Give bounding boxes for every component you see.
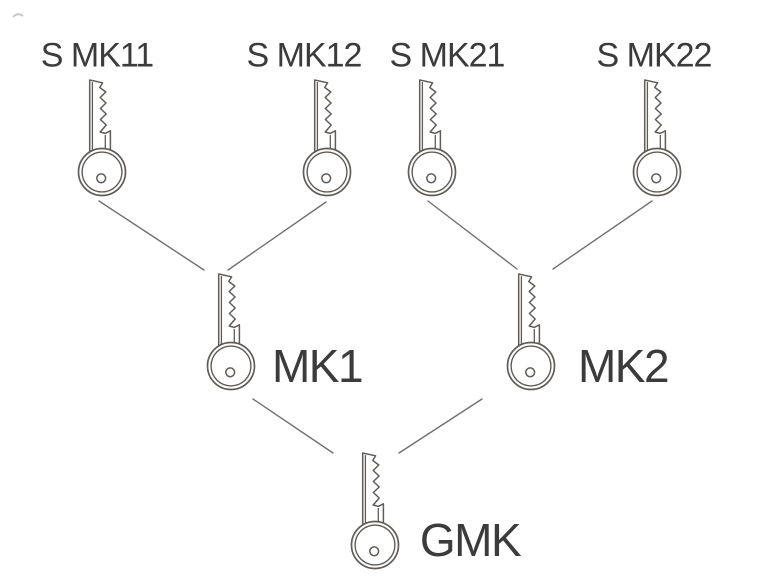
key-icon <box>206 273 256 391</box>
key-icon <box>350 452 400 570</box>
key-icon <box>407 79 457 197</box>
label-sub-master-key-22: S MK22 <box>596 36 713 75</box>
label-grand-master-key: GMK <box>419 514 522 566</box>
edge-smk21-mk2 <box>427 200 518 270</box>
label-sub-master-key-12: S MK12 <box>246 36 363 75</box>
label-master-key-1: MK1 <box>271 340 364 392</box>
key-icon <box>632 79 682 197</box>
edge-mk1-gmk <box>252 398 334 454</box>
label-sub-master-key-21: S MK21 <box>389 36 506 75</box>
key-icon <box>506 273 556 391</box>
edge-mk2-gmk <box>398 398 483 454</box>
edge-smk11-mk1 <box>98 200 205 271</box>
stray-mark <box>12 13 24 18</box>
key-icon <box>77 79 127 197</box>
label-master-key-2: MK2 <box>577 340 670 392</box>
key-icon <box>302 79 352 197</box>
label-sub-master-key-11: S MK11 <box>40 36 154 75</box>
edge-smk22-mk2 <box>552 200 653 270</box>
edge-smk12-mk1 <box>227 201 327 271</box>
